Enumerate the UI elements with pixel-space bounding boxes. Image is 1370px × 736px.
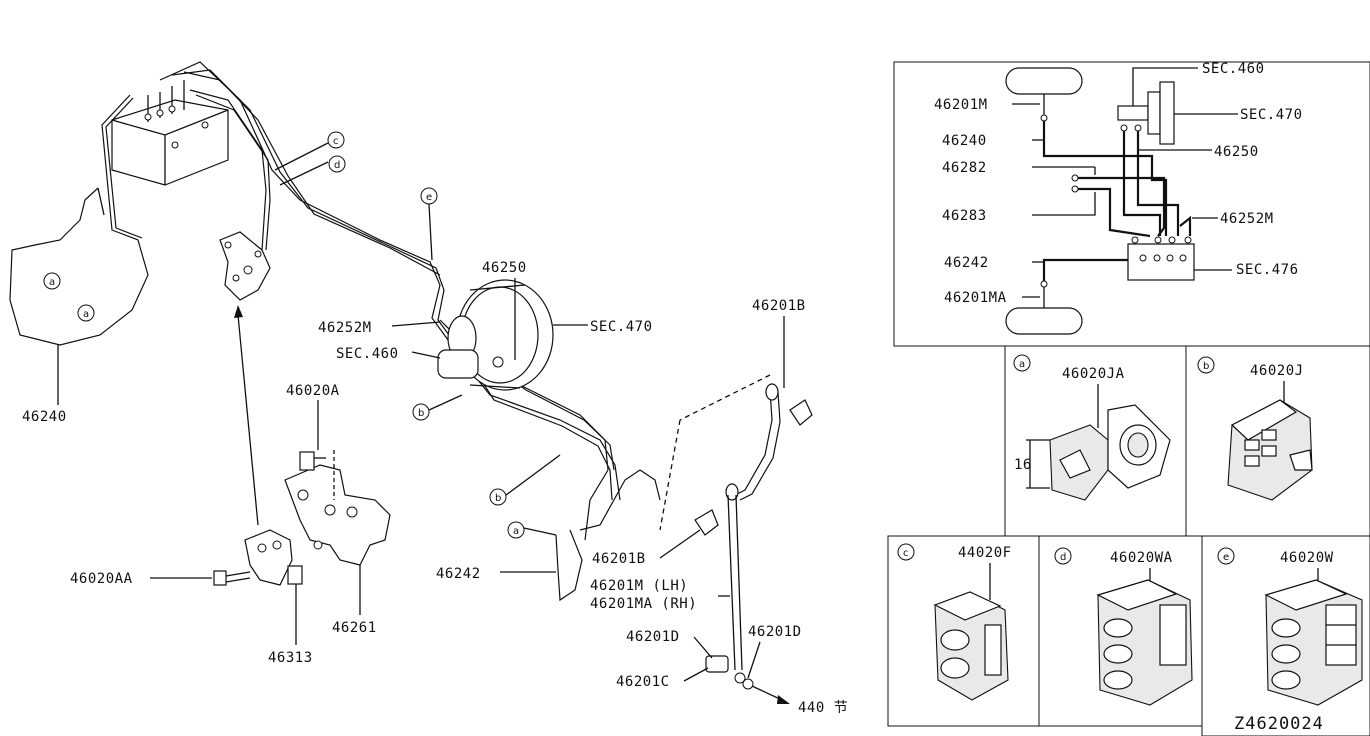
schem-label-sec460: SEC.460	[1202, 61, 1265, 77]
panel-b-letter: b	[1203, 361, 1209, 372]
schem-label-46250: 46250	[1214, 144, 1259, 160]
leader-46201d-left	[693, 636, 713, 659]
clip-44020f	[933, 591, 1009, 701]
schem-label-sec476: SEC.476	[1236, 262, 1299, 278]
label-46201c: 46201C	[616, 674, 670, 690]
clip-46020j	[1227, 399, 1313, 501]
callout-a-3: a	[513, 526, 519, 537]
arrow-440-head	[777, 695, 790, 704]
panel-d-part: 46020WA	[1110, 550, 1173, 566]
leader-b1	[428, 394, 463, 411]
schem-label-46283: 46283	[942, 208, 987, 224]
panel-a-dimension: 16	[1014, 457, 1032, 473]
callout-a-2: a	[83, 309, 89, 320]
clip-46020ja	[1026, 404, 1171, 501]
panel-c-letter: c	[903, 548, 909, 559]
leader-46201c	[683, 667, 709, 682]
label-46020a: 46020A	[286, 383, 340, 399]
label-46242: 46242	[436, 566, 481, 582]
panel-d-circle	[1054, 547, 1072, 565]
schem-label-sec470: SEC.470	[1240, 107, 1303, 123]
bracket-46261	[284, 450, 391, 566]
panel-c-part: 44020F	[958, 545, 1012, 561]
leader-a3	[523, 527, 557, 536]
label-46252m: 46252M	[318, 320, 372, 336]
panel-e-part: 46020W	[1280, 550, 1334, 566]
abs-actuator	[111, 80, 229, 186]
callout-b-circle	[412, 403, 430, 421]
label-46261: 46261	[332, 620, 377, 636]
leader-d	[279, 161, 329, 186]
clip-46020wa	[1096, 579, 1193, 706]
brake-tube-46242	[555, 469, 661, 602]
callout-d-circle	[328, 155, 346, 173]
schematic-hydraulic-diagram	[1005, 67, 1238, 335]
leader-arrow-up	[237, 314, 259, 526]
callout-e: e	[426, 192, 432, 203]
callout-b-1: b	[418, 408, 424, 419]
panel-b-part: 46020J	[1250, 363, 1304, 379]
dashed-leader	[679, 374, 771, 421]
leader-c	[274, 142, 329, 171]
callout-c-circle	[327, 131, 345, 149]
leader-46252m	[391, 321, 441, 327]
leader-46201d-right	[747, 641, 761, 679]
schem-label-46201m: 46201M	[934, 97, 988, 113]
brake-hose	[694, 383, 813, 690]
label-46201m-lh: 46201M (LH)	[590, 578, 688, 594]
schem-label-46282: 46282	[942, 160, 987, 176]
panel-a-letter: a	[1019, 359, 1025, 370]
actuator-bracket	[219, 231, 271, 301]
label-46201b-mid: 46201B	[592, 551, 646, 567]
leader-e	[428, 203, 433, 261]
label-46250: 46250	[482, 260, 527, 276]
callout-a-1: a	[49, 277, 55, 288]
label-sec460: SEC.460	[336, 346, 399, 362]
callout-b-circle	[489, 488, 507, 506]
diagram-code: Z4620024	[1234, 714, 1324, 734]
callout-d: d	[334, 160, 340, 171]
panel-c-circle	[897, 543, 915, 561]
schem-label-46252m: 46252M	[1220, 211, 1274, 227]
panel-b-circle	[1197, 356, 1215, 374]
panel-d-letter: d	[1060, 552, 1066, 563]
panel-e-circle	[1217, 547, 1235, 565]
label-46201b-top: 46201B	[752, 298, 806, 314]
leader-sec460	[411, 351, 441, 359]
schem-label-46201ma: 46201MA	[944, 290, 1007, 306]
schem-label-46240: 46240	[942, 133, 987, 149]
label-46201d-right: 46201D	[748, 624, 802, 640]
callout-a-circle	[43, 272, 61, 290]
panel-e-letter: e	[1223, 552, 1229, 563]
label-46201ma-rh: 46201MA (RH)	[590, 596, 697, 612]
schem-label-46242: 46242	[944, 255, 989, 271]
callout-a-circle	[507, 521, 525, 539]
brake-booster	[437, 279, 554, 391]
callout-a-circle	[77, 304, 95, 322]
leader-46201b-mid	[659, 529, 701, 559]
callout-b-2: b	[495, 493, 501, 504]
leader-b2	[505, 454, 561, 496]
brake-tube-46240	[9, 94, 149, 346]
label-46313: 46313	[268, 650, 313, 666]
clip-46020w	[1264, 579, 1363, 706]
callout-c: c	[333, 136, 339, 147]
label-sec470: SEC.470	[590, 319, 653, 335]
arrow-440	[751, 685, 783, 701]
panel-a-part: 46020JA	[1062, 366, 1125, 382]
clip-46313	[213, 529, 303, 586]
dashed-leader	[659, 419, 681, 531]
label-46201d-left: 46201D	[626, 629, 680, 645]
panel-e	[1201, 535, 1370, 736]
label-46240: 46240	[22, 409, 67, 425]
arrow-up-head	[234, 305, 243, 318]
panel-a-circle	[1013, 354, 1031, 372]
label-46020aa: 46020AA	[70, 571, 133, 587]
label-440: 440 节	[798, 700, 848, 716]
brake-tubes-bundle	[159, 61, 621, 541]
